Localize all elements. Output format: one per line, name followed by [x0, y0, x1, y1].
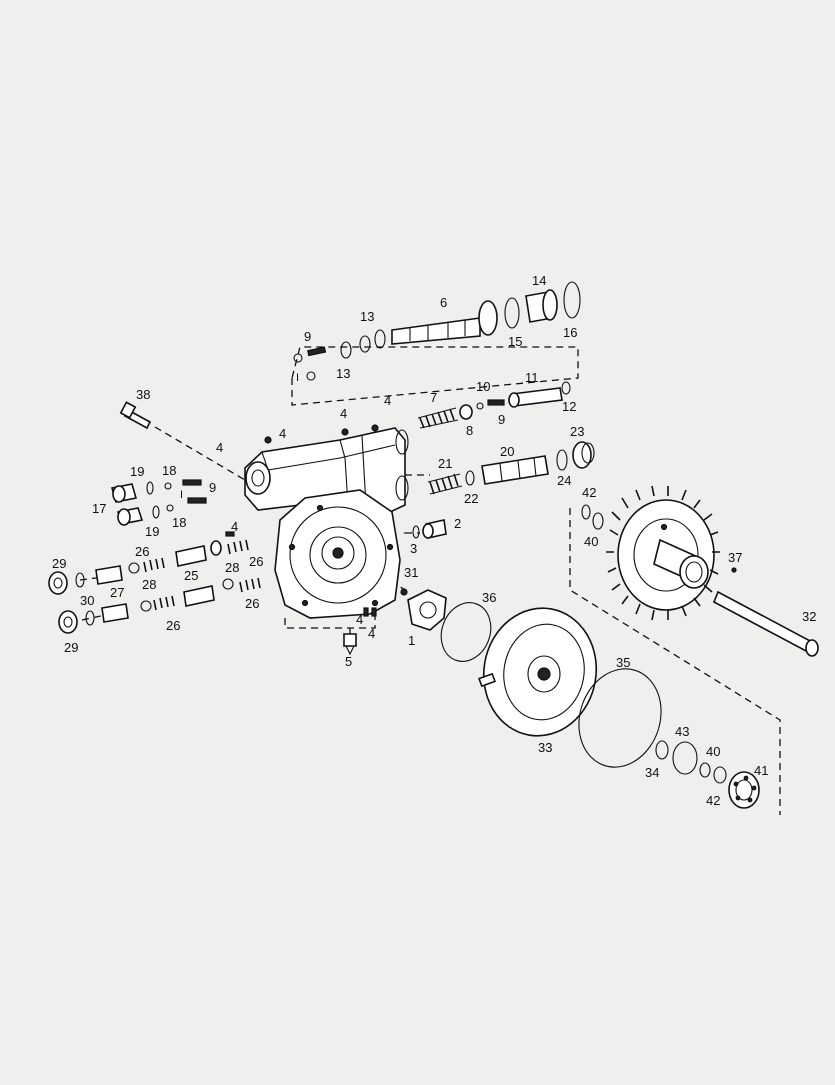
callout-23: 23 [570, 424, 584, 439]
valve-housing [244, 424, 409, 513]
callout-17: 17 [92, 501, 106, 516]
callout-32: 32 [802, 609, 816, 624]
callout-11: 11 [525, 370, 539, 385]
plug-2 [412, 519, 447, 539]
callout-29: 29 [64, 640, 78, 655]
bolt-38 [119, 401, 152, 430]
left-valve-components [48, 479, 261, 634]
callout-24: 24 [557, 473, 571, 488]
callout-4: 4 [231, 519, 238, 534]
svg-text:-: - [403, 527, 407, 539]
callout-9: 9 [304, 329, 311, 344]
callout-13: 13 [360, 309, 374, 324]
washer-marks: I - I [180, 372, 407, 539]
callout-33: 33 [538, 740, 552, 755]
callout-22: 22 [464, 491, 478, 506]
callout-26: 26 [249, 554, 263, 569]
callout-30: 30 [80, 593, 94, 608]
callout-6: 6 [440, 295, 447, 310]
callout-40: 40 [706, 744, 720, 759]
callout-27: 27 [110, 585, 124, 600]
drive-gear-assembly [581, 485, 720, 621]
callout-9: 9 [209, 480, 216, 495]
callout-8: 8 [466, 423, 473, 438]
callout-40: 40 [584, 534, 598, 549]
callout-15: 15 [508, 334, 522, 349]
callout-4: 4 [216, 440, 223, 455]
callout-labels: 1 2 3 4 4 4 4 4 4 4 5 6 7 8 9 9 9 10 11 … [52, 273, 816, 808]
o-ring-35 [578, 668, 662, 768]
callout-3: 3 [410, 541, 417, 556]
callout-10: 10 [476, 379, 490, 394]
callout-4: 4 [340, 406, 347, 421]
callout-5: 5 [345, 654, 352, 669]
callout-20: 20 [500, 444, 514, 459]
callout-38: 38 [136, 387, 150, 402]
callout-4: 4 [279, 426, 286, 441]
callout-19: 19 [145, 524, 159, 539]
callout-4: 4 [356, 612, 363, 627]
callout-26: 26 [245, 596, 259, 611]
callout-42: 42 [706, 793, 720, 808]
callout-25: 25 [184, 568, 198, 583]
callout-31: 31 [404, 565, 418, 580]
svg-text:I: I [180, 489, 183, 501]
callout-37: 37 [728, 550, 742, 565]
callout-16: 16 [563, 325, 577, 340]
callout-9: 9 [498, 412, 505, 427]
housing-flange-plate [274, 489, 401, 619]
callout-19: 19 [130, 464, 144, 479]
callout-42: 42 [582, 485, 596, 500]
callout-12: 12 [562, 399, 576, 414]
callout-13: 13 [336, 366, 350, 381]
pump-cover-33 [478, 607, 598, 737]
callout-36: 36 [482, 590, 496, 605]
o-ring-36 [440, 602, 492, 662]
callout-28: 28 [225, 560, 239, 575]
callout-4: 4 [384, 393, 391, 408]
callout-26: 26 [135, 544, 149, 559]
bearing-stack [655, 740, 760, 809]
callout-41: 41 [754, 763, 768, 778]
callout-26: 26 [166, 618, 180, 633]
top-spool-assembly [293, 281, 581, 381]
callout-43: 43 [675, 724, 689, 739]
pump-rotor-1 [400, 588, 447, 631]
callout-34: 34 [645, 765, 659, 780]
callout-1: 1 [408, 633, 415, 648]
callout-2: 2 [454, 516, 461, 531]
callout-29: 29 [52, 556, 66, 571]
lower-spool-assembly [427, 441, 595, 495]
callout-14: 14 [532, 273, 546, 288]
callout-21: 21 [438, 456, 452, 471]
callout-4: 4 [368, 626, 375, 641]
callout-35: 35 [616, 655, 630, 670]
callout-18: 18 [162, 463, 176, 478]
shaft-32 [712, 567, 819, 657]
callout-18: 18 [172, 515, 186, 530]
fitting-5 [343, 607, 377, 656]
callout-28: 28 [142, 577, 156, 592]
svg-text:I: I [296, 372, 299, 384]
middle-spool-assembly [417, 381, 571, 429]
callout-7: 7 [430, 390, 437, 405]
